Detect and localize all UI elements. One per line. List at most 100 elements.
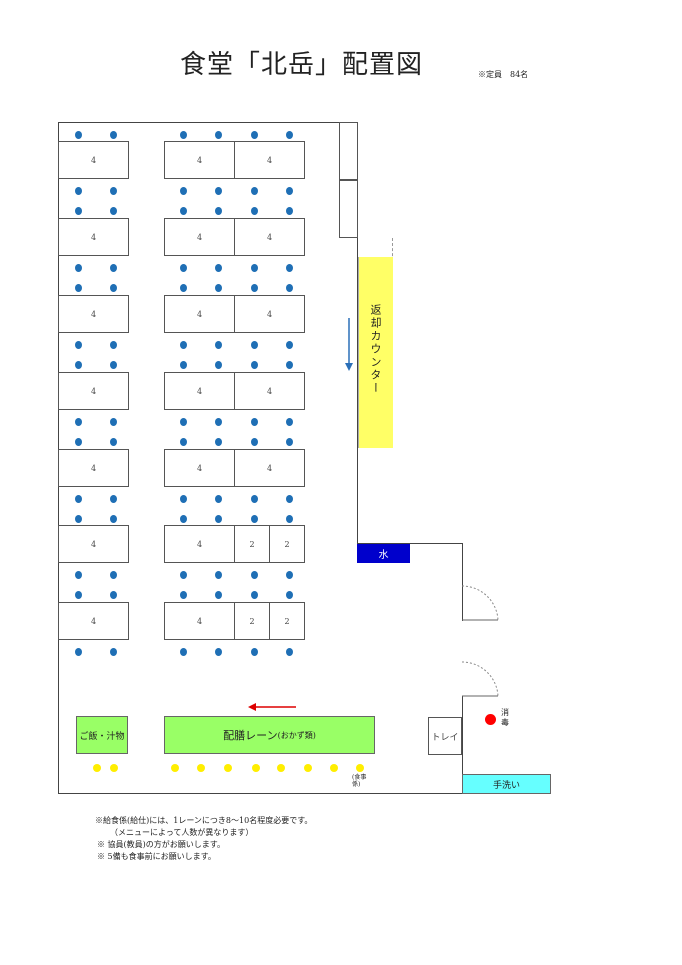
note-4: ※ 5備も食事前にお願いします。 [97,852,216,861]
rice-soup-station: ご飯・汁物 [76,716,128,754]
table-right: 4 [234,295,305,333]
table-center: 4 [164,141,235,179]
table-right-half: 2 [234,525,270,563]
seat-dot [286,284,293,292]
note-1: ※給食係(給仕)には、1レーンにつき8～10名程度必要です。 [95,816,313,825]
seat-dot [110,264,117,272]
seat-dot [251,495,258,503]
wall-right-upper [357,122,358,544]
server-dot [224,764,232,772]
seat-dot [180,515,187,523]
capacity-label: ※定員 84名 [478,70,529,79]
table-left: 4 [58,218,129,256]
seat-dot [286,418,293,426]
note-2: （メニューによって人数が異なります） [110,828,254,837]
seat-dot [251,591,258,599]
seat-dot [180,131,187,139]
seat-dot [180,438,187,446]
disinfect-label: 消毒 [501,708,509,727]
seat-dot [251,438,258,446]
seat-dot [180,264,187,272]
seat-dot [110,438,117,446]
seat-dot [110,648,117,656]
seat-dot [110,131,117,139]
seat-dot [75,264,82,272]
seat-dot [75,438,82,446]
server-dot [252,764,260,772]
seat-dot [75,187,82,195]
seat-dot [75,571,82,579]
seat-dot [215,418,222,426]
seat-dot [215,341,222,349]
seat-dot [286,264,293,272]
seat-dot [110,571,117,579]
seat-dot [215,495,222,503]
arrow-down-icon [345,318,353,371]
seat-dot [251,207,258,215]
table-right: 4 [234,372,305,410]
seat-dot [215,187,222,195]
return-counter [358,257,393,448]
table-center: 4 [164,372,235,410]
seat-dot [215,361,222,369]
seat-dot [251,648,258,656]
wall-right-lower-a [462,543,463,621]
staff-note: (食事係) [352,774,367,788]
seat-dot [251,361,258,369]
server-dot [277,764,285,772]
seat-dot [286,207,293,215]
table-right: 4 [234,141,305,179]
seat-dot [215,438,222,446]
seat-dot [180,284,187,292]
table-left: 4 [58,372,129,410]
server-dot [356,764,364,772]
server-dot [93,764,101,772]
seat-dot [180,495,187,503]
server-dot [171,764,179,772]
seat-dot [75,131,82,139]
seat-dot [286,361,293,369]
seat-dot [215,591,222,599]
note-3: ※ 協員(教員)の方がお願いします。 [97,840,225,849]
return-counter-label: 返却カウンター [369,304,382,395]
server-dot [304,764,312,772]
table-left: 4 [58,602,129,640]
table-right-half: 2 [269,602,305,640]
seat-dot [110,187,117,195]
seat-dot [251,284,258,292]
seat-dot [75,495,82,503]
server-dot [330,764,338,772]
tray-station: トレイ [428,717,462,755]
table-center: 4 [164,525,235,563]
seat-dot [180,648,187,656]
table-center: 4 [164,218,235,256]
seat-dot [251,571,258,579]
seat-dot [110,591,117,599]
handwash-station: 手洗い [462,774,551,794]
page-title: 食堂「北岳」配置図 [180,50,424,80]
seat-dot [286,591,293,599]
seat-dot [286,187,293,195]
tray-label: トレイ [431,732,459,743]
seat-dot [75,418,82,426]
wall-top [58,122,358,123]
arrow-left-icon [248,703,296,711]
cabinet-lower [339,180,358,238]
seat-dot [286,341,293,349]
seat-dot [110,207,117,215]
seat-dot [286,515,293,523]
door-upper-icon [462,585,499,621]
seat-dot [286,131,293,139]
wall-notch-top [357,543,462,544]
seat-dot [110,418,117,426]
table-right: 4 [234,449,305,487]
seat-dot [215,284,222,292]
server-dot [110,764,118,772]
seat-dot [110,515,117,523]
seat-dot [75,591,82,599]
table-left: 4 [58,295,129,333]
seat-dot [251,515,258,523]
seat-dot [215,264,222,272]
handwash-label: 手洗い [492,780,520,791]
wall-right-lower-b [462,696,463,794]
